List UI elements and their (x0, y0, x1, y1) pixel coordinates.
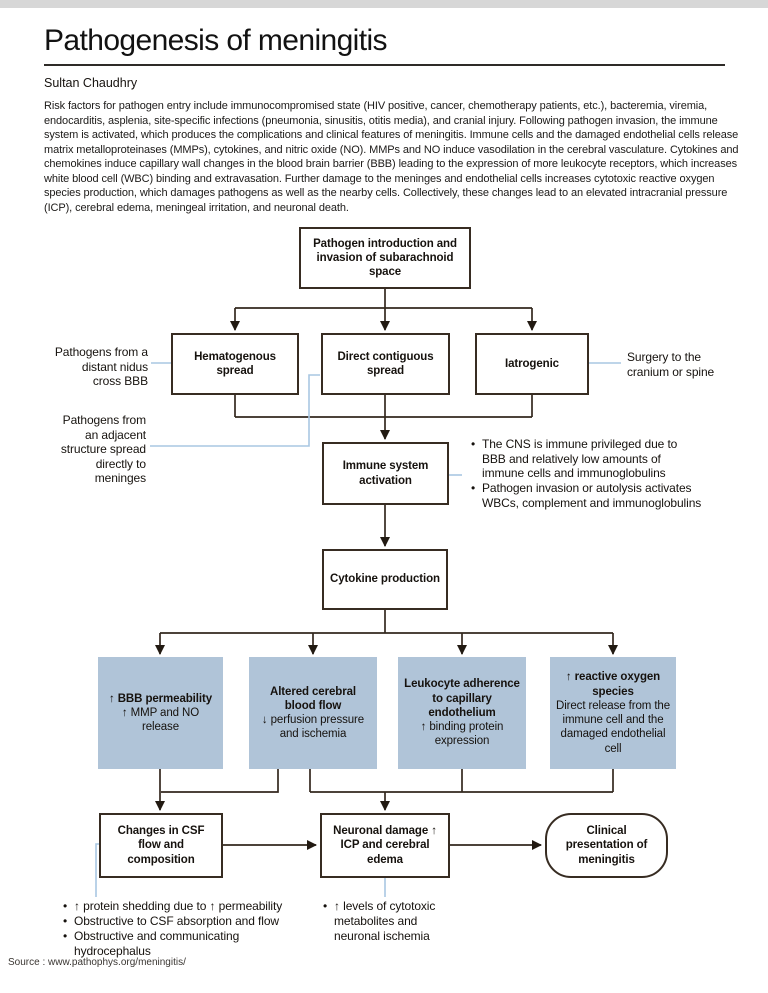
title-rule (44, 64, 725, 66)
annotation-distant-nidus: Pathogens from a distant nidus cross BBB (54, 345, 148, 389)
node-label: Neuronal damage ↑ ICP and cerebral edema (333, 825, 437, 866)
node-sublabel: ↑ binding protein expression (420, 721, 504, 748)
list-item: Obstructive and communicating hydrocepha… (62, 929, 310, 959)
list-item-text: ↑ protein shedding due to ↑ permeability (74, 899, 283, 913)
node-label: Altered cerebral blood flow (270, 685, 356, 712)
node-iatrogenic: Iatrogenic (475, 333, 589, 395)
node-label: Iatrogenic (505, 357, 559, 370)
node-pathogen-introduction: Pathogen introduction and invasion of su… (299, 227, 471, 289)
list-item-text: The CNS is immune privileged due to BBB … (482, 437, 678, 481)
node-label: Direct contiguous spread (337, 350, 434, 377)
neuronal-notes-list: ↑ levels of cytotoxic metabolites and ne… (322, 899, 456, 944)
node-altered-cerebral-blood-flow: Altered cerebral blood flow ↓ perfusion … (249, 657, 377, 769)
author: Sultan Chaudhry (44, 76, 138, 90)
node-neuronal-damage: Neuronal damage ↑ ICP and cerebral edema (320, 813, 450, 878)
node-hematogenous-spread: Hematogenous spread (171, 333, 299, 395)
list-item: Pathogen invasion or autolysis activates… (470, 481, 702, 510)
node-label: Pathogen introduction and invasion of su… (313, 237, 457, 279)
list-item: ↑ levels of cytotoxic metabolites and ne… (322, 899, 456, 944)
list-item: Obstructive to CSF absorption and flow (62, 914, 310, 929)
node-leukocyte-adherence: Leukocyte adherence to capillary endothe… (398, 657, 526, 769)
node-label: Cytokine production (330, 573, 440, 586)
line-alteredflow-to-csf (161, 769, 279, 793)
intro-paragraph: Risk factors for pathogen entry include … (44, 100, 739, 214)
node-cytokine-production: Cytokine production (322, 549, 448, 610)
csf-notes-list: ↑ protein shedding due to ↑ permeability… (62, 899, 310, 959)
node-direct-contiguous-spread: Direct contiguous spread (321, 333, 450, 395)
node-csf-changes: Changes in CSF flow and composition (99, 813, 223, 878)
node-clinical-presentation: Clinical presentation of meningitis (545, 813, 668, 878)
page-top-edge (0, 0, 768, 8)
node-sublabel: ↓ perfusion pressure and ischemia (261, 714, 365, 741)
node-label: Leukocyte adherence to capillary endothe… (404, 678, 520, 719)
node-bbb-permeability: ↑ BBB permeability ↑ MMP and NO release (98, 657, 223, 769)
list-item-text: ↑ levels of cytotoxic metabolites and ne… (334, 899, 436, 943)
node-reactive-oxygen-species: ↑ reactive oxygen species Direct release… (550, 657, 676, 769)
node-sublabel: Direct release from the immune cell and … (555, 699, 671, 755)
source-link: Source : www.pathophys.org/meningitis/ (8, 957, 186, 968)
node-label: Clinical presentation of meningitis (565, 825, 648, 866)
annotation-adjacent-structure: Pathogens from an adjacent structure spr… (60, 413, 146, 486)
list-item-text: Obstructive and communicating hydrocepha… (74, 929, 240, 958)
node-sublabel: ↑ MMP and NO release (121, 706, 200, 734)
list-item-text: Pathogen invasion or autolysis activates… (482, 480, 702, 510)
node-label: ↑ reactive oxygen species (565, 671, 661, 698)
page-title: Pathogenesis of meningitis (44, 24, 388, 57)
list-item: The CNS is immune privileged due to BBB … (470, 437, 702, 481)
node-immune-system-activation: Immune system activation (322, 442, 449, 505)
node-label: Immune system activation (342, 460, 429, 487)
node-label: ↑ BBB permeability (108, 692, 212, 705)
annotation-surgery: Surgery to the cranium or spine (627, 350, 715, 379)
node-label: Changes in CSF flow and composition (117, 825, 205, 866)
immune-notes-list: The CNS is immune privileged due to BBB … (470, 437, 702, 510)
list-item: ↑ protein shedding due to ↑ permeability (62, 899, 310, 914)
list-item-text: Obstructive to CSF absorption and flow (74, 914, 279, 928)
node-label: Hematogenous spread (194, 350, 276, 377)
